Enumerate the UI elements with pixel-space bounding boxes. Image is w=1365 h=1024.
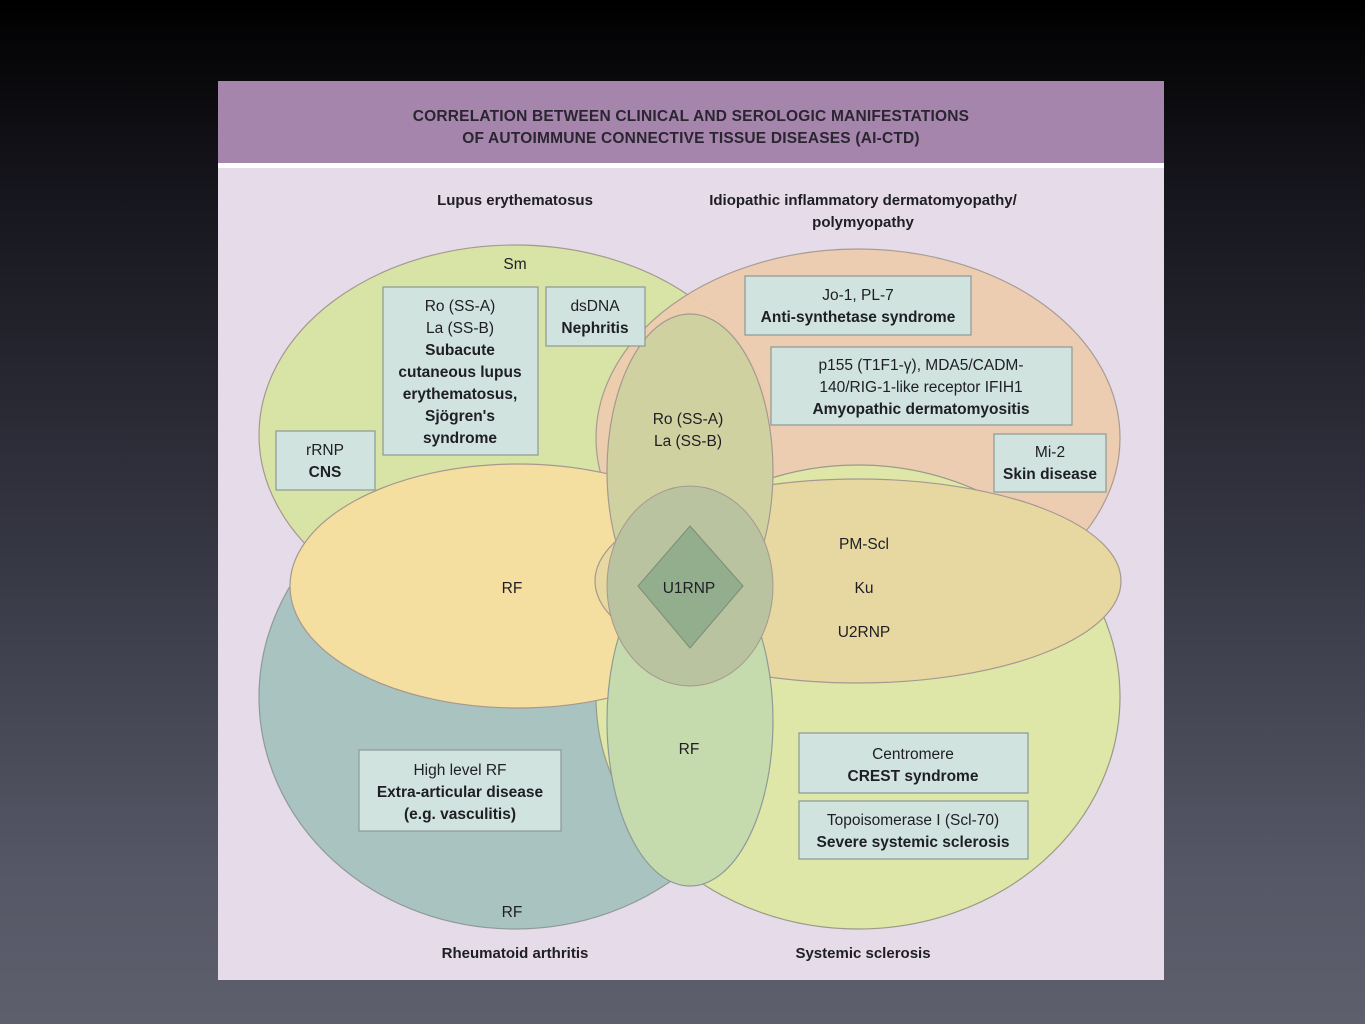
venn-diagram: Lupus erythematosus Idiopathic inflammat…: [258, 192, 1122, 962]
u1rnp-label: U1RNP: [663, 580, 716, 597]
box-ro-la-line-3: Subacute: [425, 342, 495, 359]
box-ro-la: Ro (SS-A) La (SS-B) Subacute cutaneous l…: [382, 286, 539, 456]
box-ro-la-line-6: Sjögren's: [425, 408, 495, 425]
box-dsdna-line-1: dsDNA: [570, 298, 620, 315]
box-ro-la-line-1: Ro (SS-A): [425, 298, 496, 315]
box-p155: p155 (T1F1-γ), MDA5/CADM- 140/RIG-1-like…: [770, 346, 1073, 426]
center-diamond: [637, 525, 744, 649]
box-centromere-line-2: CREST syndrome: [848, 768, 979, 785]
box-topo-line-1: Topoisomerase I (Scl-70): [827, 812, 999, 829]
rheumatoid-title: Rheumatoid arthritis: [442, 945, 589, 962]
ro-center-label: Ro (SS-A): [653, 411, 724, 428]
box-rrnp-line-2: CNS: [309, 464, 342, 481]
sm-label: Sm: [503, 256, 526, 273]
box-mi2: Mi-2 Skin disease: [993, 433, 1107, 493]
box-mi2-line-1: Mi-2: [1035, 444, 1065, 461]
lupus-title: Lupus erythematosus: [437, 192, 593, 209]
box-high-rf-line-2: Extra-articular disease: [377, 784, 544, 801]
rf-left-label: RF: [502, 580, 523, 597]
box-centromere: Centromere CREST syndrome: [798, 732, 1029, 794]
box-dsdna: dsDNA Nephritis: [545, 286, 646, 347]
figure-title-line-1: CORRELATION BETWEEN CLINICAL AND SEROLOG…: [412, 108, 970, 125]
header-divider: [218, 163, 1164, 168]
box-topoisomerase: Topoisomerase I (Scl-70) Severe systemic…: [798, 800, 1029, 860]
idiopathic-title-line-2: polymyopathy: [812, 214, 914, 231]
rf-lower-label: RF: [679, 741, 700, 758]
box-p155-line-1: p155 (T1F1-γ), MDA5/CADM-: [819, 357, 1024, 374]
box-jo1-line-2: Anti-synthetase syndrome: [761, 309, 956, 326]
idiopathic-title-line-1: Idiopathic inflammatory dermatomyopathy/: [709, 192, 1017, 209]
box-rrnp-line-1: rRNP: [306, 442, 344, 459]
box-ro-la-line-5: erythematosus,: [403, 386, 518, 403]
pm-scl-label: PM-Scl: [839, 536, 889, 553]
u2rnp-label: U2RNP: [838, 624, 891, 641]
box-ro-la-line-4: cutaneous lupus: [398, 364, 521, 381]
box-rrnp: rRNP CNS: [275, 430, 376, 491]
figure-title-line-2: OF AUTOIMMUNE CONNECTIVE TISSUE DISEASES…: [462, 130, 920, 147]
box-high-rf-line-3: (e.g. vasculitis): [404, 806, 516, 823]
la-center-label: La (SS-B): [654, 433, 722, 450]
ku-label: Ku: [855, 580, 874, 597]
rf-bottom-label: RF: [502, 904, 523, 921]
venn-figure: CORRELATION BETWEEN CLINICAL AND SEROLOG…: [218, 81, 1164, 980]
box-p155-line-3: Amyopathic dermatomyositis: [812, 401, 1029, 418]
box-high-rf: High level RF Extra-articular disease (e…: [358, 749, 562, 832]
sclerosis-title: Systemic sclerosis: [795, 945, 930, 962]
box-mi2-line-2: Skin disease: [1003, 466, 1097, 483]
box-dsdna-line-2: Nephritis: [561, 320, 628, 337]
box-jo1: Jo-1, PL-7 Anti-synthetase syndrome: [744, 275, 972, 336]
box-topo-line-2: Severe systemic sclerosis: [816, 834, 1009, 851]
box-p155-line-2: 140/RIG-1-like receptor IFIH1: [819, 379, 1022, 396]
figure-header: CORRELATION BETWEEN CLINICAL AND SEROLOG…: [218, 81, 1164, 163]
box-high-rf-line-1: High level RF: [413, 762, 506, 779]
box-ro-la-line-2: La (SS-B): [426, 320, 494, 337]
box-centromere-line-1: Centromere: [872, 746, 954, 763]
box-ro-la-line-7: syndrome: [423, 430, 497, 447]
box-jo1-line-1: Jo-1, PL-7: [822, 287, 894, 304]
